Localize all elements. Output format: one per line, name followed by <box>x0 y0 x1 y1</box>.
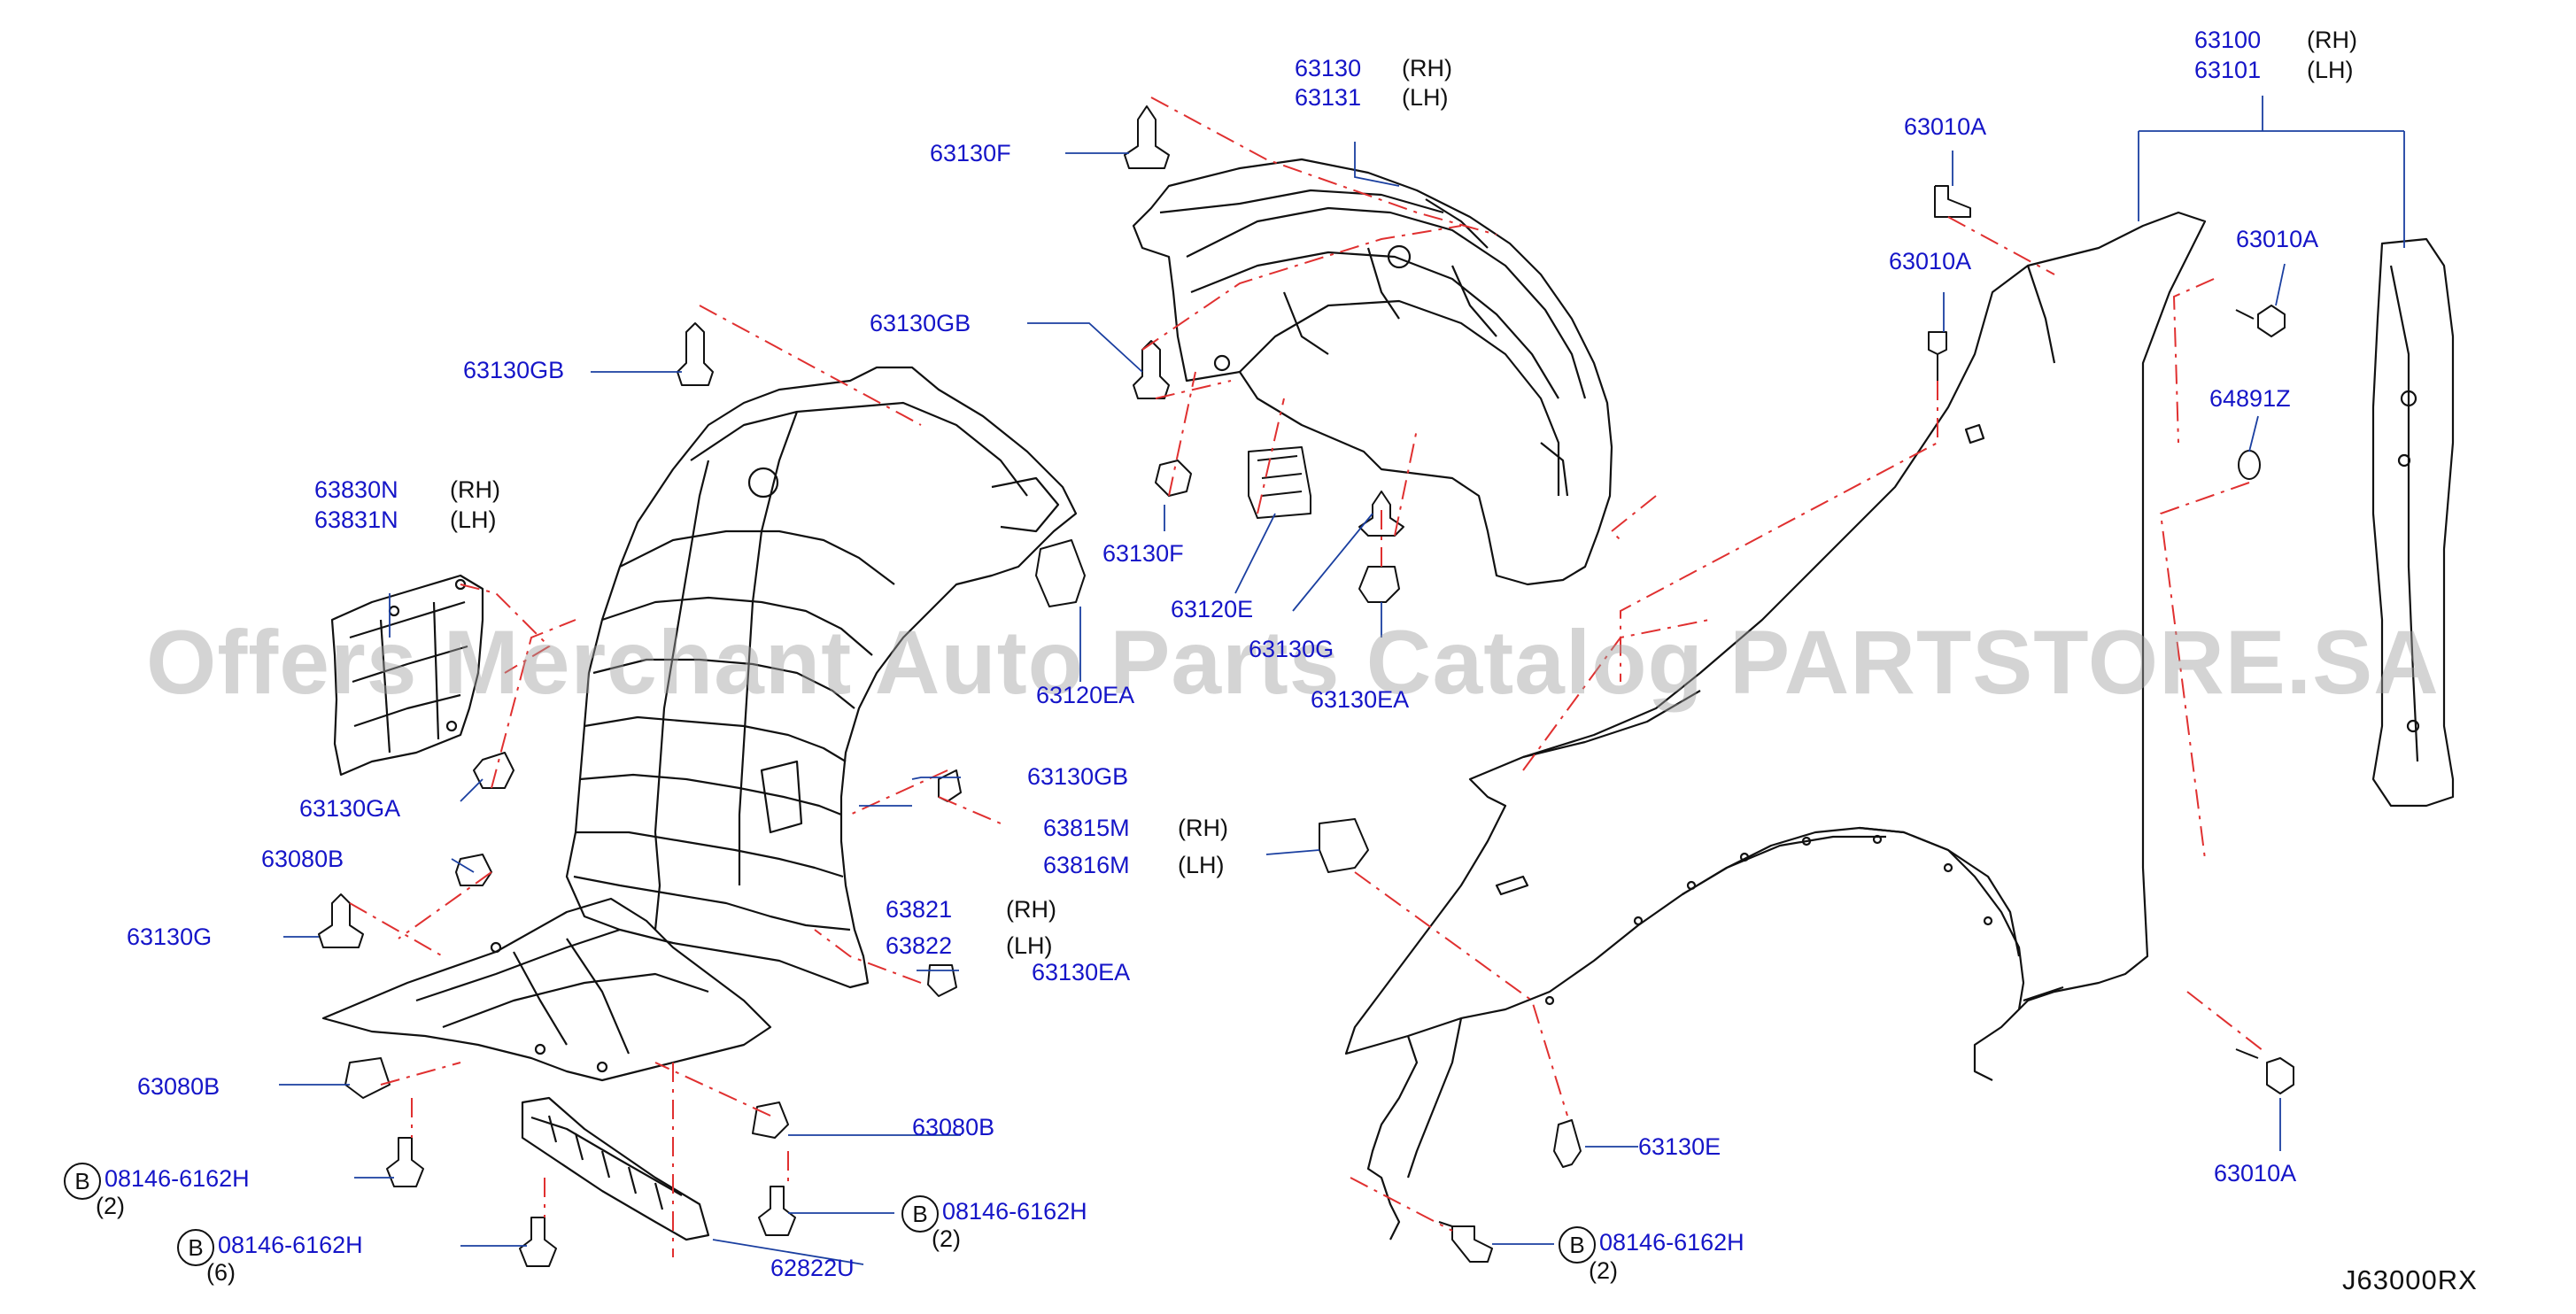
part-label-08146-6162H[interactable]: 08146-6162H <box>218 1232 363 1258</box>
side-label-lh: (LH) <box>1178 852 1225 878</box>
undercover-outline <box>321 897 772 1082</box>
part-label-63120EA[interactable]: 63120EA <box>1036 682 1135 708</box>
part-label-63130[interactable]: 63130 <box>1295 55 1362 81</box>
part-label-63821[interactable]: 63821 <box>886 896 953 923</box>
side-label-rh: (RH) <box>1178 815 1228 841</box>
bracket-62822U-outline <box>521 1096 710 1241</box>
part-label-63130G[interactable]: 63130G <box>1249 636 1334 662</box>
part-label-63130F[interactable]: 63130F <box>1102 540 1184 567</box>
part-label-63130E[interactable]: 63130E <box>1638 1133 1721 1160</box>
quantity-label: (2) <box>932 1225 961 1252</box>
part-label-63100[interactable]: 63100 <box>2194 27 2262 53</box>
part-label-63130EA[interactable]: 63130EA <box>1311 686 1410 713</box>
part-label-63010A[interactable]: 63010A <box>1889 248 1972 274</box>
front-fender-outline <box>1344 211 2207 1241</box>
bolt-badge: B <box>1559 1226 1596 1264</box>
part-label-63010A[interactable]: 63010A <box>2214 1160 2297 1186</box>
part-label-63010A[interactable]: 63010A <box>1904 113 1987 140</box>
part-label-63830N[interactable]: 63830N <box>314 476 398 503</box>
bolt-badge: B <box>64 1163 101 1200</box>
bolt-badge: B <box>177 1229 214 1266</box>
part-label-63120E[interactable]: 63120E <box>1171 596 1254 622</box>
part-label-63130GB[interactable]: 63130GB <box>1027 763 1129 790</box>
leader-lines <box>279 96 2405 1265</box>
part-label-63831N[interactable]: 63831N <box>314 506 398 533</box>
part-label-63815M[interactable]: 63815M <box>1043 815 1130 841</box>
side-label-rh: (RH) <box>1402 55 1452 81</box>
part-label-63080B[interactable]: 63080B <box>261 846 344 872</box>
part-label-63101[interactable]: 63101 <box>2194 57 2262 83</box>
fasteners <box>318 105 2294 1267</box>
part-label-63010A[interactable]: 63010A <box>2236 226 2319 252</box>
side-label-lh: (LH) <box>2307 57 2354 83</box>
top-fender-liner-outline <box>1132 158 1613 586</box>
part-label-63080B[interactable]: 63080B <box>912 1114 995 1140</box>
part-label-63816M[interactable]: 63816M <box>1043 852 1130 878</box>
part-label-63080B[interactable]: 63080B <box>137 1073 220 1100</box>
side-label-rh: (RH) <box>1006 896 1056 923</box>
side-label-rh: (RH) <box>450 476 500 503</box>
part-label-63130G[interactable]: 63130G <box>127 924 213 950</box>
part-label-08146-6162H[interactable]: 08146-6162H <box>1599 1229 1744 1256</box>
part-label-63130EA[interactable]: 63130EA <box>1032 959 1131 985</box>
part-label-63130F[interactable]: 63130F <box>930 140 1011 166</box>
side-label-lh: (LH) <box>450 506 497 533</box>
quantity-label: (2) <box>96 1193 125 1219</box>
part-label-64891Z[interactable]: 64891Z <box>2209 385 2291 412</box>
part-label-63130GB[interactable]: 63130GB <box>463 357 565 383</box>
part-label-62822U[interactable]: 62822U <box>770 1255 855 1281</box>
quantity-label: (6) <box>206 1259 236 1286</box>
fender-side-bracket-outline <box>2371 237 2455 808</box>
part-label-63130GB[interactable]: 63130GB <box>870 310 971 336</box>
part-label-08146-6162H[interactable]: 08146-6162H <box>942 1198 1087 1225</box>
side-label-rh: (RH) <box>2307 27 2357 53</box>
assembly-dash-lines <box>349 97 2268 1257</box>
bolt-badge: B <box>901 1195 939 1233</box>
part-label-08146-6162H[interactable]: 08146-6162H <box>104 1165 250 1192</box>
wheelhouse-liner-outline <box>565 366 1078 989</box>
side-label-lh: (LH) <box>1006 932 1053 959</box>
part-label-63822[interactable]: 63822 <box>886 932 953 959</box>
part-label-63131[interactable]: 63131 <box>1295 84 1362 111</box>
side-label-lh: (LH) <box>1402 84 1449 111</box>
quantity-label: (2) <box>1589 1257 1618 1284</box>
part-label-63130GA[interactable]: 63130GA <box>299 795 401 822</box>
diagram-code: J63000RX <box>2342 1264 2478 1295</box>
splash-shield-outline <box>330 574 484 777</box>
